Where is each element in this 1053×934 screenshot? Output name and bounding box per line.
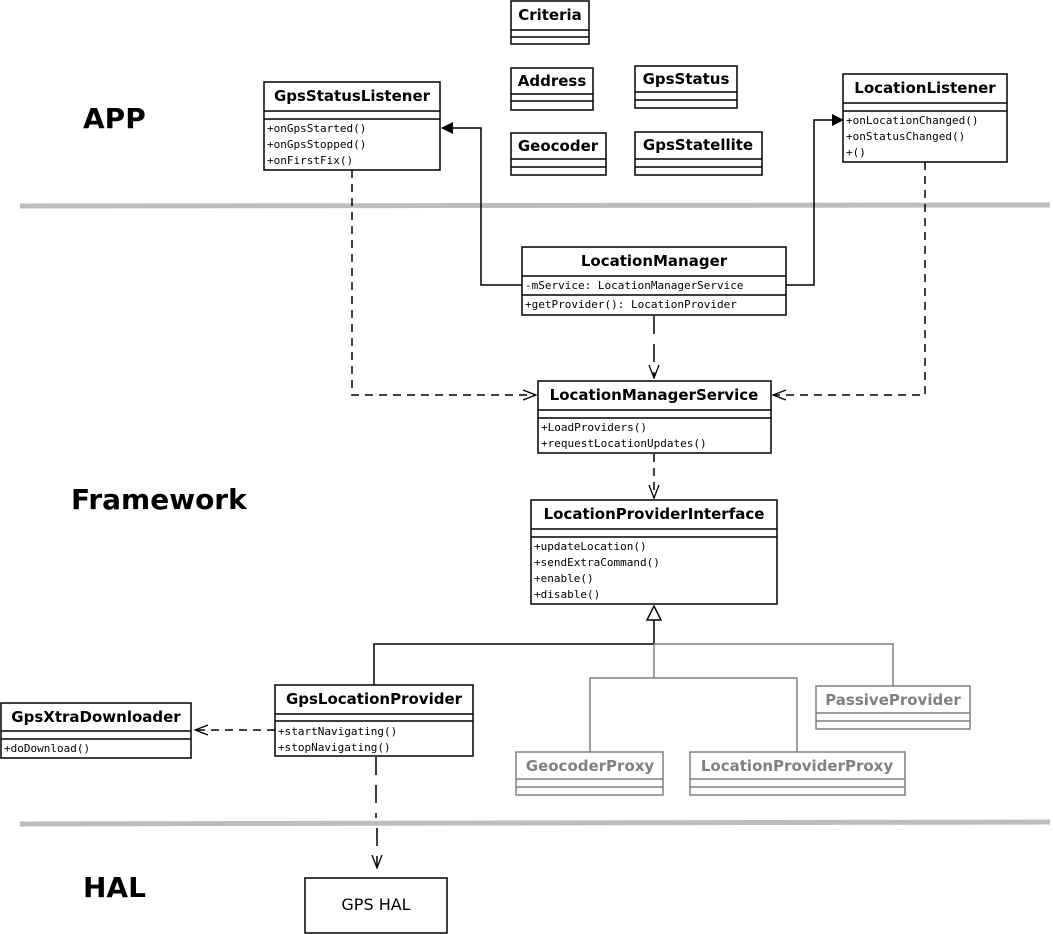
location-manager-attribute: -mService: LocationManagerService: [525, 279, 744, 292]
location-provider-interface-method: +sendExtraCommand(): [534, 556, 660, 569]
geocoder-class[interactable]: Geocoder: [510, 132, 607, 176]
gps-provider-to-hal-dependency: [376, 757, 377, 868]
geocoder-class-title: Geocoder: [518, 137, 599, 155]
proxy-inheritance-branch: [589, 677, 798, 752]
location-listener-to-service-dependency: [773, 162, 926, 395]
location-provider-interface-method: +updateLocation(): [534, 540, 647, 553]
gps-location-provider-class[interactable]: GpsLocationProvider +startNavigating() +…: [274, 684, 474, 757]
grey-inheritance-lines: [589, 643, 894, 752]
gps-satellite-class-title: GpsStatellite: [643, 136, 753, 154]
geocoder-proxy-class[interactable]: GeocoderProxy: [515, 751, 664, 796]
address-class[interactable]: Address: [510, 67, 594, 111]
gps-hal-box[interactable]: GPS HAL: [304, 877, 448, 934]
location-provider-proxy-class[interactable]: LocationProviderProxy: [689, 751, 906, 796]
location-manager-class[interactable]: LocationManager -mService: LocationManag…: [521, 246, 787, 316]
app-framework-divider: [19, 202, 1051, 209]
location-manager-service-method: +requestLocationUpdates(): [541, 437, 707, 450]
address-class-title: Address: [518, 72, 587, 90]
passive-provider-title: PassiveProvider: [825, 691, 961, 709]
geocoder-proxy-title: GeocoderProxy: [526, 757, 655, 775]
manager-to-gps-status-listener-arrow: [441, 122, 522, 286]
manager-to-location-listener-arrow: [786, 114, 844, 286]
gps-location-provider-title: GpsLocationProvider: [286, 690, 463, 708]
gps-status-listener-to-service-dependency: [351, 170, 536, 395]
location-provider-interface-method: +disable(): [534, 588, 600, 601]
gps-status-class[interactable]: GpsStatus: [634, 65, 738, 109]
gps-location-provider-method: +startNavigating(): [278, 725, 397, 738]
passive-provider-class[interactable]: PassiveProvider: [815, 685, 971, 730]
hal-layer-label: HAL: [83, 871, 146, 904]
location-provider-proxy-title: LocationProviderProxy: [701, 757, 893, 775]
framework-layer-label: Framework: [71, 483, 248, 516]
location-manager-method: +getProvider(): LocationProvider: [525, 298, 737, 311]
location-manager-service-method: +LoadProviders(): [541, 421, 647, 434]
app-layer-label: APP: [83, 102, 146, 135]
location-manager-service-title: LocationManagerService: [550, 386, 759, 404]
gps-xtra-downloader-title: GpsXtraDownloader: [11, 708, 181, 726]
location-listener-method: +onStatusChanged(): [846, 130, 965, 143]
gps-satellite-class[interactable]: GpsStatellite: [634, 131, 763, 176]
location-listener-class[interactable]: LocationListener +onLocationChanged() +o…: [842, 73, 1008, 163]
location-provider-interface-method: +enable(): [534, 572, 594, 585]
framework-hal-divider: [19, 819, 1051, 827]
gps-hal-label: GPS HAL: [341, 895, 410, 914]
location-manager-title: LocationManager: [581, 252, 728, 270]
gps-status-listener-method: +onGpsStarted(): [267, 122, 366, 135]
location-listener-method: +onLocationChanged(): [846, 114, 978, 127]
gps-status-listener-method: +onFirstFix(): [267, 154, 353, 167]
gps-provider-inheritance: [373, 606, 654, 685]
gps-location-provider-method: +stopNavigating(): [278, 741, 391, 754]
gps-status-listener-title: GpsStatusListener: [274, 87, 431, 105]
location-listener-method: +(): [846, 146, 866, 159]
location-provider-interface-class[interactable]: LocationProviderInterface +updateLocatio…: [530, 499, 778, 605]
location-listener-title: LocationListener: [854, 79, 996, 97]
passive-provider-inheritance: [654, 643, 894, 686]
gps-xtra-downloader-class[interactable]: GpsXtraDownloader +doDownload(): [0, 702, 192, 759]
connectors: [195, 114, 926, 868]
criteria-class-title: Criteria: [518, 6, 582, 24]
gps-status-class-title: GpsStatus: [643, 70, 730, 88]
location-manager-service-class[interactable]: LocationManagerService +LoadProviders() …: [537, 380, 772, 454]
gps-xtra-downloader-method: +doDownload(): [4, 742, 90, 755]
location-provider-interface-title: LocationProviderInterface: [544, 505, 765, 523]
criteria-class[interactable]: Criteria: [510, 0, 590, 45]
gps-status-listener-method: +onGpsStopped(): [267, 138, 366, 151]
gps-status-listener-class[interactable]: GpsStatusListener +onGpsStarted() +onGps…: [263, 81, 441, 171]
